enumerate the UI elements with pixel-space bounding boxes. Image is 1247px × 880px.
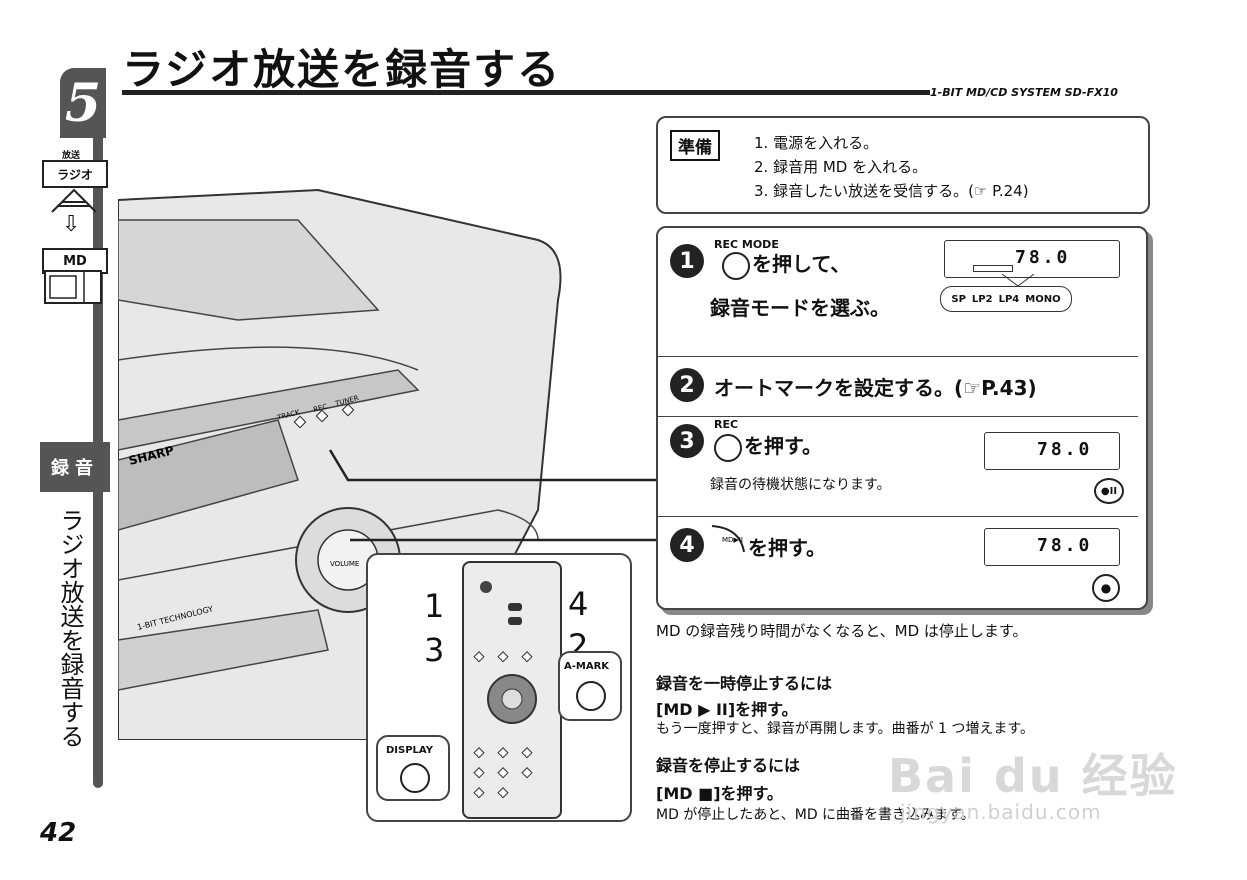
callout-lines bbox=[328, 449, 660, 542]
radio-label: ラジオ bbox=[42, 160, 108, 188]
svg-text:VOLUME: VOLUME bbox=[330, 560, 359, 568]
side-title: ラジオ放送を録音する bbox=[56, 508, 84, 748]
watermark: Bai du 经验 bbox=[888, 749, 1178, 803]
page-number: 42 bbox=[40, 818, 77, 848]
step-text: 録音モードを選ぶ。 bbox=[710, 296, 890, 320]
page-title: ラジオ放送を録音する bbox=[122, 45, 562, 94]
rec-mode-button-label: REC MODE bbox=[714, 238, 779, 251]
step-subtext: 録音の待機状態になります。 bbox=[710, 477, 891, 493]
remote-inset: 1 3 4 2 A-MARK DISPLAY bbox=[366, 553, 632, 822]
down-arrow-icon: ⇩ bbox=[62, 212, 81, 237]
rec-button-icon bbox=[714, 434, 742, 462]
callout-number: 4 bbox=[568, 585, 589, 623]
step-text: オートマークを設定する。(☞P.43) bbox=[714, 376, 1037, 400]
lcd-display: 78.0 bbox=[944, 240, 1120, 278]
model-name: 1-BIT MD/CD SYSTEM SD-FX10 bbox=[930, 86, 1118, 99]
record-indicator: ● bbox=[1092, 574, 1120, 602]
svg-text:REC: REC bbox=[312, 403, 328, 414]
callout-number: 3 bbox=[424, 631, 445, 669]
record-pause-indicator: ●II bbox=[1094, 478, 1124, 504]
antenna-icon bbox=[51, 188, 97, 213]
mode-list: SP LP2 LP4 MONO bbox=[940, 286, 1072, 312]
pause-heading: 録音を一時停止するには bbox=[656, 674, 833, 693]
rec-button-label: REC bbox=[714, 418, 739, 431]
prep-item: 2. 録音用 MD を入れる。 bbox=[754, 158, 928, 176]
rec-mode-button-icon bbox=[722, 252, 750, 280]
md-disc-icon bbox=[44, 270, 102, 304]
prep-item: 1. 電源を入れる。 bbox=[754, 134, 879, 152]
prep-item: 3. 録音したい放送を受信する。(☞ P.24) bbox=[754, 182, 1029, 200]
callout-number: 1 bbox=[424, 587, 445, 625]
preparation-box: 準備 1. 電源を入れる。 2. 録音用 MD を入れる。 3. 録音したい放送… bbox=[656, 116, 1150, 214]
stop-info: MD の録音残り時間がなくなると、MD は停止します。 bbox=[656, 622, 1028, 640]
remote-control bbox=[462, 561, 562, 819]
steps-panel: 1 REC MODE を押して、 録音モードを選ぶ。 78.0 SP LP2 L… bbox=[656, 226, 1148, 610]
stop-heading: 録音を停止するには bbox=[656, 756, 801, 775]
section-tab: 録音 bbox=[40, 442, 110, 492]
step-number: 2 bbox=[670, 368, 704, 402]
step-number: 4 bbox=[670, 528, 704, 562]
radio-small-label: 放送 bbox=[62, 151, 81, 161]
step-text: を押す。 bbox=[748, 536, 826, 560]
pause-action: [MD ▶ II]を押す。 bbox=[656, 700, 798, 719]
watermark-url: jingyan.baidu.com bbox=[900, 800, 1102, 824]
preparation-label: 準備 bbox=[670, 130, 720, 161]
step-number: 3 bbox=[670, 424, 704, 458]
chapter-number: 5 bbox=[60, 68, 106, 138]
step-text: を押す。 bbox=[744, 434, 822, 458]
stop-detail: MD が停止したあと、MD に曲番を書き込みます。 bbox=[656, 807, 975, 823]
pause-detail: もう一度押すと、録音が再開します。曲番が 1 つ増えます。 bbox=[656, 721, 1035, 737]
title-rule bbox=[122, 90, 930, 95]
lcd-display: 78.0 bbox=[984, 528, 1120, 566]
svg-text:MD▶II: MD▶II bbox=[722, 536, 743, 544]
display-button[interactable]: DISPLAY bbox=[376, 735, 450, 801]
lcd-display: 78.0 bbox=[984, 432, 1120, 470]
a-mark-button[interactable]: A-MARK bbox=[558, 651, 622, 721]
step-text: を押して、 bbox=[752, 252, 851, 276]
step-number: 1 bbox=[670, 244, 704, 278]
stop-action: [MD ■]を押す。 bbox=[656, 784, 783, 803]
md-play-pause-button-icon: MD▶II bbox=[711, 525, 745, 553]
